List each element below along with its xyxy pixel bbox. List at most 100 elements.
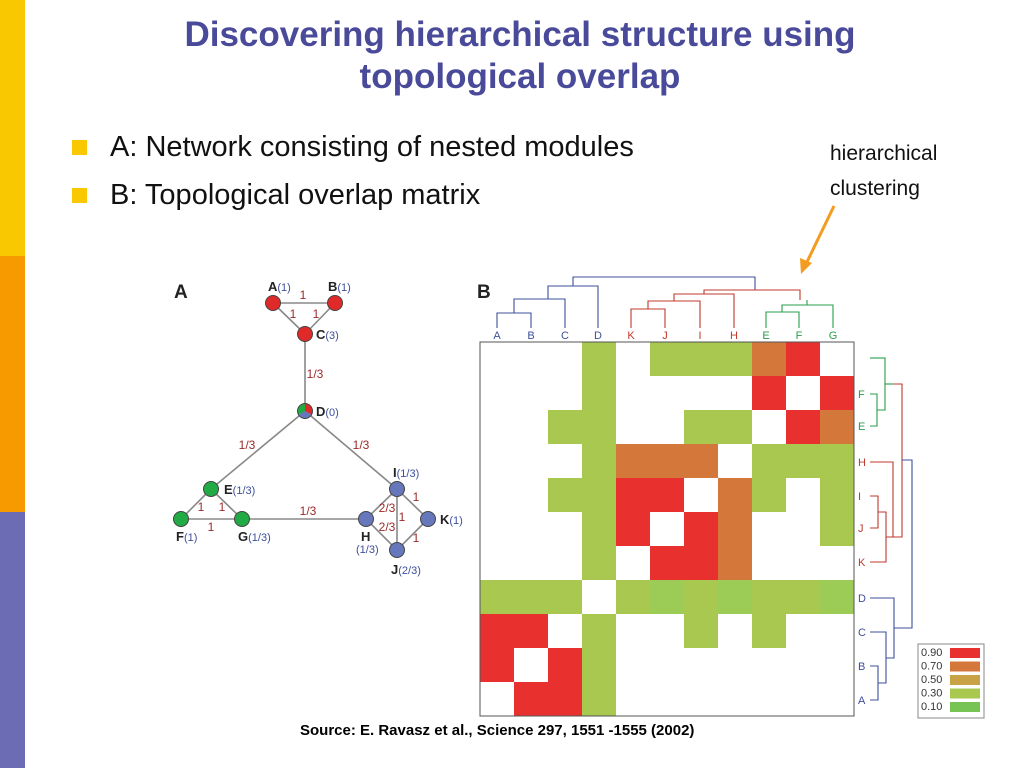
bullet-item: B: Topological overlap matrix [72, 175, 634, 223]
dendrogram-branch [647, 300, 701, 328]
matrix-cell [582, 512, 616, 546]
column-label: F [796, 330, 803, 342]
matrix-cell [820, 444, 854, 478]
column-label: B [527, 330, 534, 342]
edge-weight-label: 1 [413, 490, 420, 504]
legend-value: 0.30 [921, 688, 942, 700]
matrix-cell [684, 342, 718, 376]
bullet-text: A: Network consisting of nested modules [110, 131, 634, 163]
matrix-border [479, 341, 855, 717]
edge-weight-label: 1 [290, 307, 297, 321]
column-label: C [561, 330, 569, 342]
matrix-cell [582, 444, 616, 478]
column-label: J [662, 330, 668, 342]
edge-weight-label: 2/3 [379, 501, 396, 515]
matrix-cell [650, 478, 684, 512]
network-node [389, 542, 405, 558]
row-label: J [858, 523, 864, 535]
matrix-cell [786, 580, 820, 614]
matrix-cell [480, 580, 514, 614]
matrix-cell [752, 444, 786, 478]
matrix-cell [684, 546, 718, 580]
node-label: D(0) [316, 404, 339, 419]
matrix-cell [718, 512, 752, 546]
matrix-cell [650, 342, 684, 376]
matrix-cell [582, 648, 616, 682]
bullet-item: A: Network consisting of nested modules [72, 127, 634, 175]
row-label: B [858, 661, 865, 673]
matrix-cell [684, 444, 718, 478]
dendrogram-branch [572, 276, 756, 290]
matrix-cell [480, 648, 514, 682]
network-node [327, 295, 343, 311]
legend-value: 0.70 [921, 661, 942, 673]
bullet-square-icon [72, 188, 87, 203]
matrix-cell [718, 580, 752, 614]
network-node [358, 511, 374, 527]
matrix-cell [582, 614, 616, 648]
callout-line-1: hierarchical [830, 142, 938, 165]
row-label: H [858, 457, 866, 469]
dendrogram-branch [870, 665, 879, 701]
legend-value: 0.50 [921, 674, 942, 686]
matrix-cell [786, 410, 820, 444]
title-line-2: topological overlap [359, 57, 681, 96]
callout-arrow-icon [800, 205, 836, 274]
node-outline [297, 403, 313, 419]
row-label: K [858, 557, 866, 569]
matrix-cell [786, 444, 820, 478]
matrix-cell [616, 512, 650, 546]
matrix-cell [548, 580, 582, 614]
matrix-cell [718, 478, 752, 512]
matrix-cell [786, 342, 820, 376]
matrix-cell [514, 614, 548, 648]
network-edge [304, 410, 398, 490]
edge-weight-label: 1 [300, 288, 307, 302]
matrix-cell [684, 614, 718, 648]
source-citation: Source: E. Ravasz et al., Science 297, 1… [300, 722, 695, 739]
matrix-cell [752, 342, 786, 376]
legend-value: 0.90 [921, 647, 942, 659]
matrix-cell [582, 376, 616, 410]
legend-swatch [950, 675, 980, 685]
row-label: E [858, 421, 865, 433]
matrix-cell [650, 444, 684, 478]
matrix-cell [480, 614, 514, 648]
column-label: I [698, 330, 701, 342]
network-node [173, 511, 189, 527]
matrix-cell [548, 648, 582, 682]
dendrogram-branch [894, 459, 913, 629]
bullet-list: A: Network consisting of nested modules … [72, 127, 634, 223]
matrix-cell [548, 478, 582, 512]
edge-weight-label: 1/3 [353, 438, 370, 452]
edge-weight-label: 1 [399, 510, 406, 524]
matrix-cell [616, 444, 650, 478]
matrix-cell [514, 580, 548, 614]
matrix-cell [548, 682, 582, 716]
edge-weight-label: 1 [198, 500, 205, 514]
dendrogram-branch [496, 312, 532, 328]
matrix-cell [582, 342, 616, 376]
node-label: H(1/3) [356, 529, 379, 556]
dendrogram-branch [630, 308, 666, 328]
legend-swatch [950, 702, 980, 712]
legend-value: 0.10 [921, 701, 942, 713]
node-label: J(2/3) [391, 562, 421, 577]
edge-weight-label: 1 [313, 307, 320, 321]
matrix-cell [582, 546, 616, 580]
node-label: E(1/3) [224, 482, 255, 497]
title-line-1: Discovering hierarchical structure using [184, 15, 856, 54]
legend-swatch [950, 661, 980, 672]
dendrogram-branch [870, 461, 894, 538]
row-label: F [858, 389, 865, 401]
matrix-cell [514, 682, 548, 716]
matrix-cell [718, 342, 752, 376]
matrix-cell [820, 512, 854, 546]
column-label: G [829, 330, 838, 342]
network-edge [210, 410, 306, 490]
edge-weight-label: 1 [413, 531, 420, 545]
edge-weight-label: 1 [219, 500, 226, 514]
row-label: I [858, 491, 861, 503]
matrix-cell [752, 614, 786, 648]
